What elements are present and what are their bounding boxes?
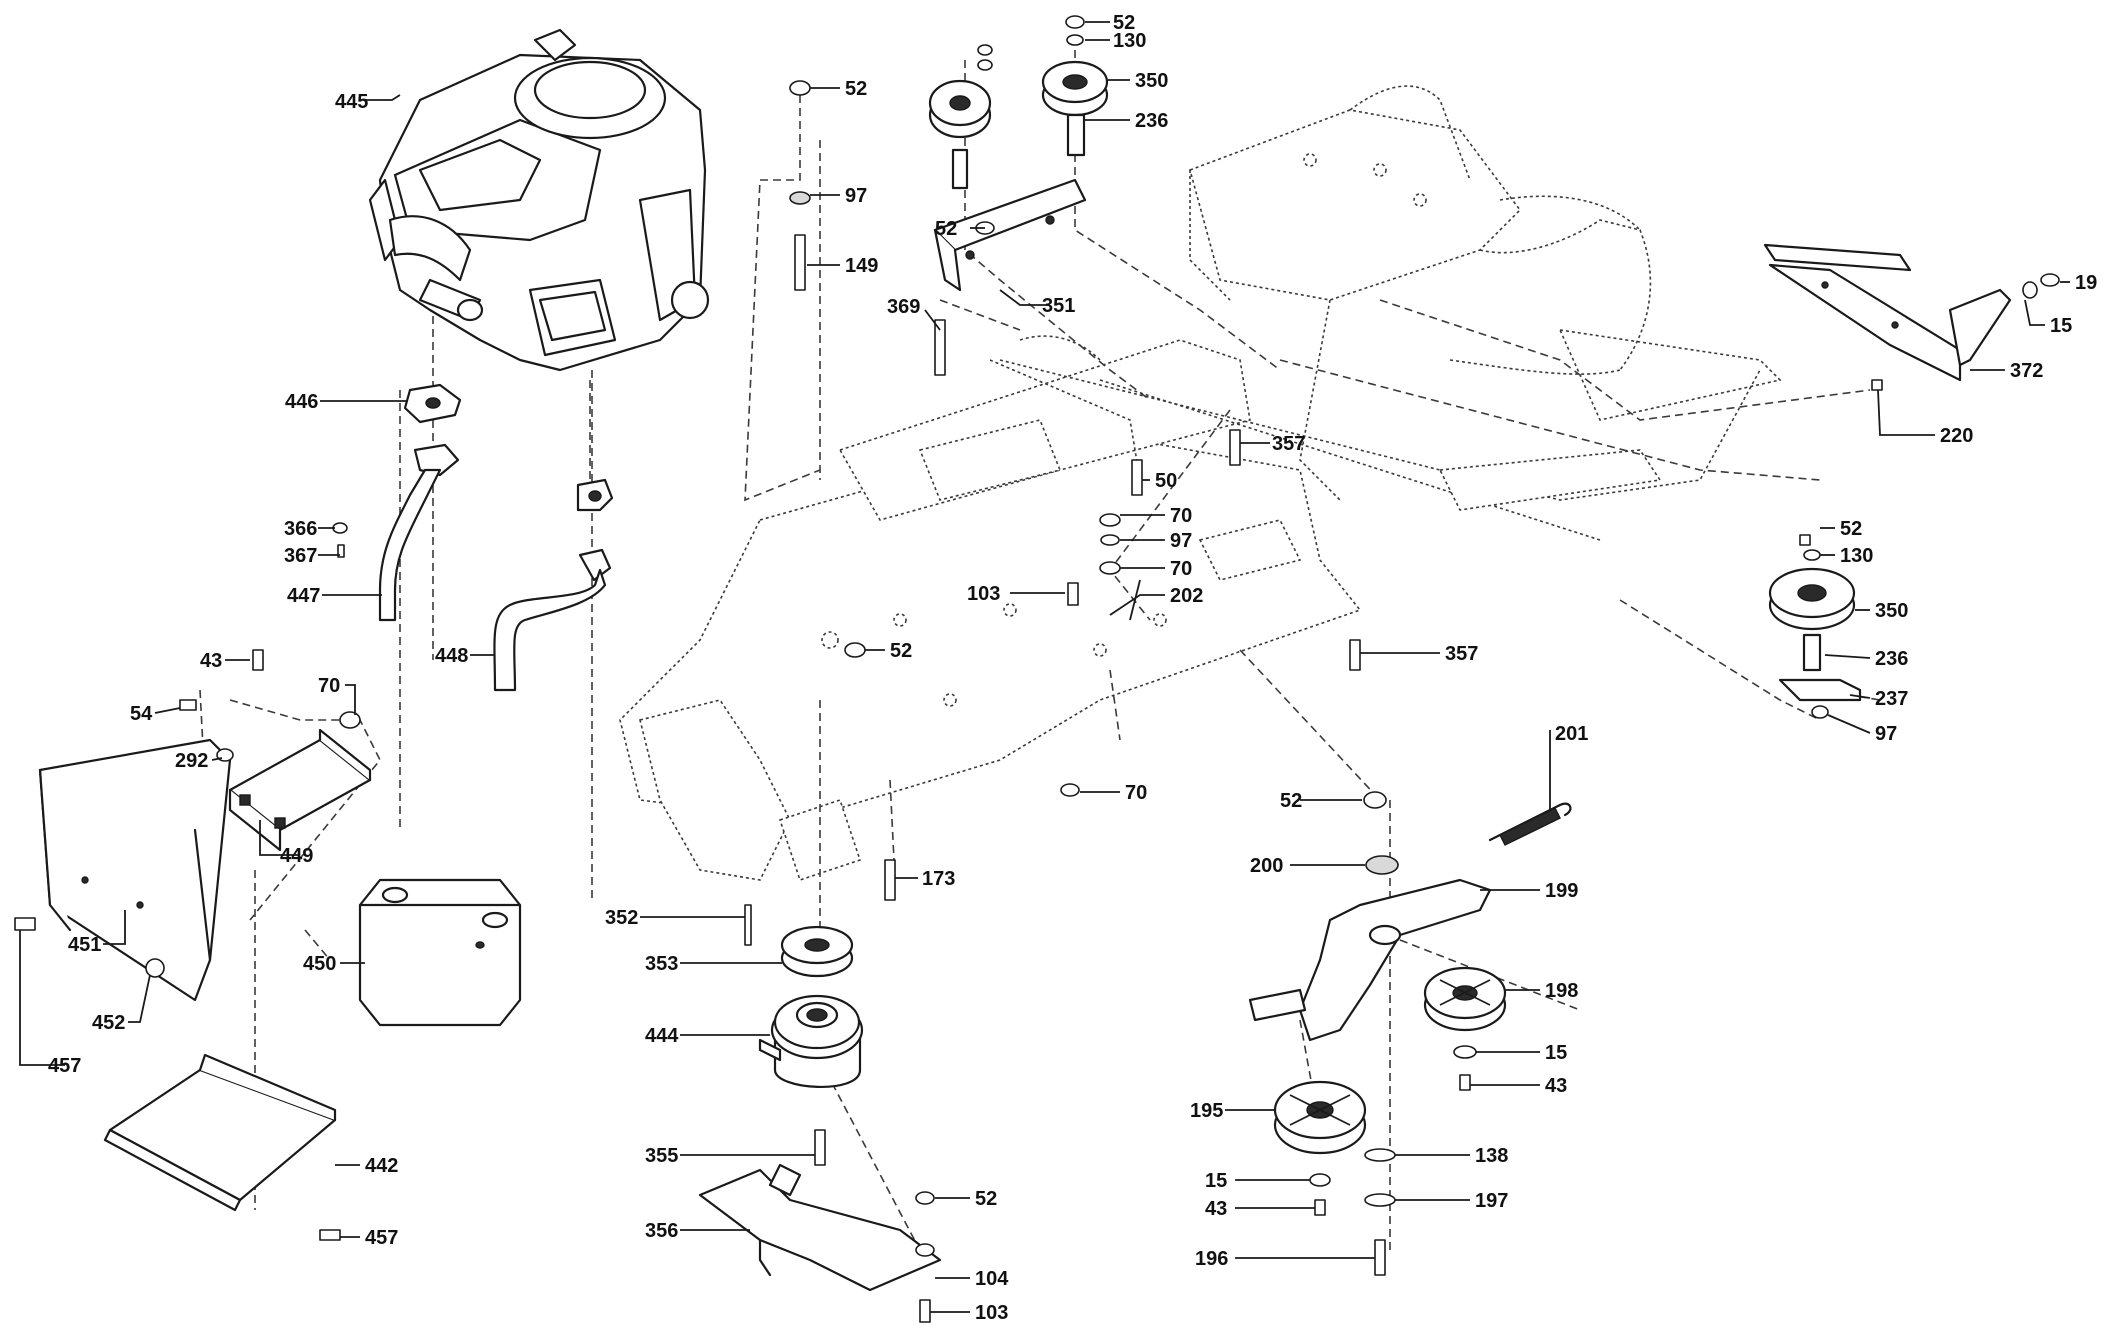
tension-arm (1248, 878, 1492, 1042)
tension-spring (1488, 802, 1572, 846)
callout-70: 70 (1125, 782, 1147, 804)
muffler-bracket (228, 728, 372, 852)
callout-97: 97 (1875, 723, 1897, 745)
callout-442: 442 (365, 1155, 398, 1177)
callout-350: 350 (1875, 600, 1908, 622)
pulley-idler-top (1041, 60, 1109, 157)
callout-369: 369 (887, 296, 920, 318)
callout-351: 351 (1042, 295, 1075, 317)
callout-104: 104 (975, 1268, 1009, 1290)
clutch-bracket (698, 1163, 942, 1292)
callout-366: 366 (284, 518, 317, 540)
hardware (14, 15, 2060, 1323)
callout-202: 202 (1170, 585, 1203, 607)
callout-130: 130 (1113, 30, 1146, 52)
callout-130: 130 (1840, 545, 1873, 567)
muffler (358, 878, 522, 1027)
callout-15: 15 (2050, 315, 2072, 337)
callout-70: 70 (318, 675, 340, 697)
callout-451: 451 (68, 934, 101, 956)
callout-labels: 445 446 366 367 447 448 43 70 54 292 449… (48, 12, 2097, 1324)
callout-356: 356 (645, 1220, 678, 1242)
callout-450: 450 (303, 953, 336, 975)
pulley-195 (1273, 1080, 1367, 1155)
callout-52: 52 (1840, 518, 1862, 540)
callout-355: 355 (645, 1145, 678, 1167)
callout-52: 52 (1280, 790, 1302, 812)
callout-457: 457 (365, 1227, 398, 1249)
callout-237: 237 (1875, 688, 1908, 710)
callout-220: 220 (1940, 425, 1973, 447)
callout-197: 197 (1475, 1190, 1508, 1212)
callout-43: 43 (200, 650, 222, 672)
callout-103: 103 (975, 1302, 1008, 1324)
callout-97: 97 (845, 185, 867, 207)
callout-447: 447 (287, 585, 320, 607)
callout-149: 149 (845, 255, 878, 277)
pulley-198 (1423, 966, 1507, 1032)
pulley-idler-right (1768, 567, 1862, 702)
callout-367: 367 (284, 545, 317, 567)
callout-138: 138 (1475, 1145, 1508, 1167)
heat-shield (38, 738, 232, 1002)
callout-452: 452 (92, 1012, 125, 1034)
callout-292: 292 (175, 750, 208, 772)
callout-445: 445 (335, 91, 368, 113)
electric-clutch (758, 994, 864, 1088)
callout-196: 196 (1195, 1248, 1228, 1270)
callout-457: 457 (48, 1055, 81, 1077)
callout-444: 444 (645, 1025, 679, 1047)
callout-103: 103 (967, 583, 1000, 605)
callout-352: 352 (605, 907, 638, 929)
callout-372: 372 (2010, 360, 2043, 382)
callout-200: 200 (1250, 855, 1283, 877)
skid-plate (103, 1053, 337, 1212)
callout-52: 52 (935, 218, 957, 240)
rear-bracket (1763, 243, 2012, 382)
callout-52: 52 (975, 1188, 997, 1210)
callout-50: 50 (1155, 470, 1177, 492)
callout-52: 52 (845, 78, 867, 100)
callout-448: 448 (435, 645, 468, 667)
exhaust-parts (378, 383, 614, 692)
callout-52: 52 (890, 640, 912, 662)
callout-357: 357 (1272, 433, 1305, 455)
pulley-plate (933, 178, 1087, 292)
callout-15: 15 (1545, 1042, 1567, 1064)
callout-70: 70 (1170, 505, 1192, 527)
pulley-idler-top-left (928, 79, 992, 190)
callout-43: 43 (1545, 1075, 1567, 1097)
callout-43: 43 (1205, 1198, 1227, 1220)
callout-195: 195 (1190, 1100, 1223, 1122)
callout-236: 236 (1135, 110, 1168, 132)
callout-97: 97 (1170, 530, 1192, 552)
callout-449: 449 (280, 845, 313, 867)
chassis-frame (619, 85, 1782, 882)
engine-assembly (368, 28, 710, 372)
leader-lines (19, 21, 2070, 1313)
callout-236: 236 (1875, 648, 1908, 670)
pulley-353 (780, 925, 854, 978)
callout-54: 54 (130, 703, 153, 725)
callout-19: 19 (2075, 272, 2097, 294)
callout-15: 15 (1205, 1170, 1227, 1192)
callout-198: 198 (1545, 980, 1578, 1002)
callout-201: 201 (1555, 723, 1588, 745)
callout-52: 52 (1113, 12, 1135, 34)
callout-199: 199 (1545, 880, 1578, 902)
callout-357: 357 (1445, 643, 1478, 665)
callout-70: 70 (1170, 558, 1192, 580)
callout-446: 446 (285, 391, 318, 413)
callout-173: 173 (922, 868, 955, 890)
callout-350: 350 (1135, 70, 1168, 92)
callout-353: 353 (645, 953, 678, 975)
